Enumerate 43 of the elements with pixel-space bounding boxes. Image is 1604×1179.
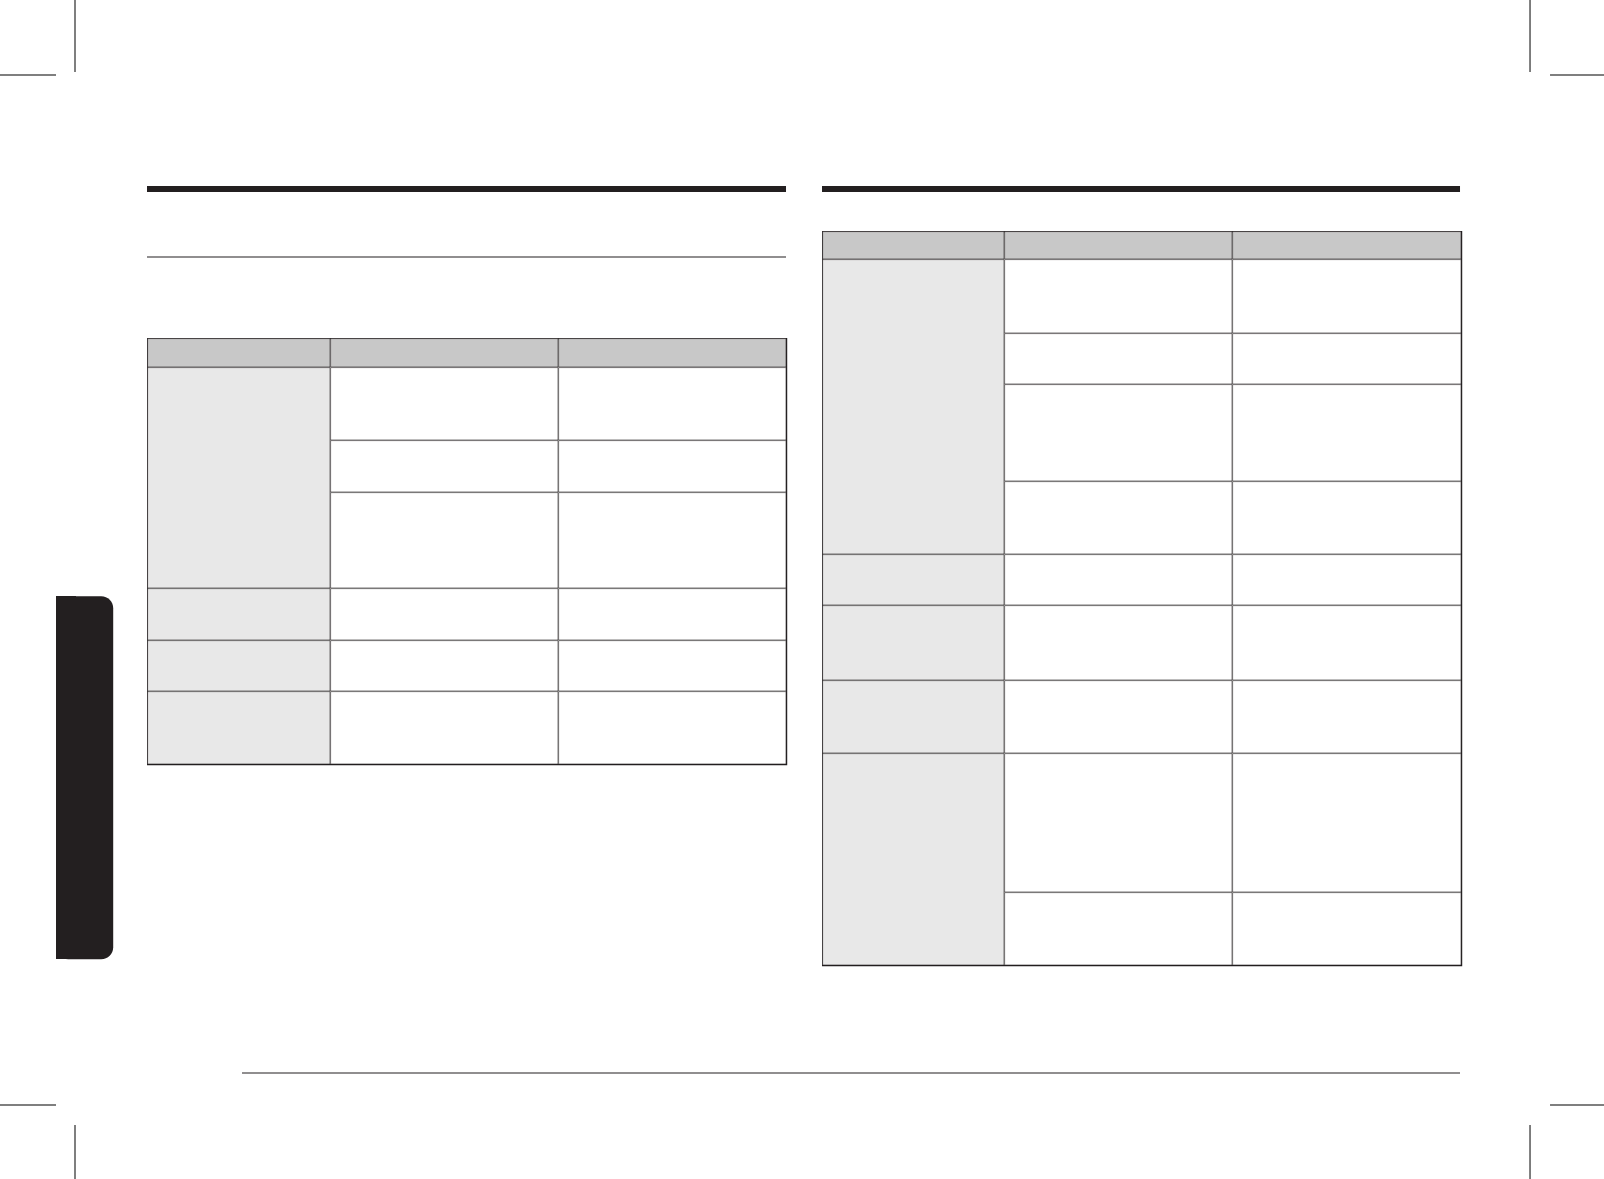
table-cell (822, 554, 1005, 606)
table-cell (147, 640, 331, 692)
table-cell (330, 492, 559, 589)
header-cell (1232, 231, 1462, 260)
table-cell (1232, 605, 1462, 681)
header-cell (822, 231, 1005, 260)
table-cell (1232, 481, 1462, 555)
table-cell (1004, 333, 1233, 385)
table-cell (1004, 680, 1233, 754)
table-cell (558, 588, 787, 641)
header-cell (558, 338, 787, 368)
table-cell (1232, 680, 1462, 754)
table-cell (330, 640, 559, 692)
table-cell (1004, 892, 1233, 966)
table-cell (1004, 554, 1233, 606)
table-cell (1004, 481, 1233, 555)
table-cell (1004, 384, 1233, 482)
side-tab (56, 596, 114, 960)
table-cell (558, 367, 787, 441)
table-cell (1232, 384, 1462, 482)
table-cell (1232, 892, 1462, 966)
table-cell (147, 691, 331, 765)
table-cell (1004, 753, 1233, 893)
table-cell (330, 588, 559, 641)
table-cell (822, 605, 1005, 681)
header-cell (147, 338, 331, 368)
table-cell (1232, 554, 1462, 606)
table-cell (558, 691, 787, 765)
header-cell (1004, 231, 1233, 260)
header-cell (330, 338, 559, 368)
table-cell (1232, 753, 1462, 893)
table-cell (1004, 259, 1233, 334)
table-cell (558, 640, 787, 692)
table-cell (822, 680, 1005, 754)
table-cell (558, 440, 787, 493)
table-cell (1232, 333, 1462, 385)
table-cell (330, 440, 559, 493)
table-cell (330, 691, 559, 765)
table-cell (1004, 605, 1233, 681)
table-cell (1232, 259, 1462, 334)
table-cell (330, 367, 559, 441)
table-cell (558, 492, 787, 589)
table-cell (147, 588, 331, 641)
